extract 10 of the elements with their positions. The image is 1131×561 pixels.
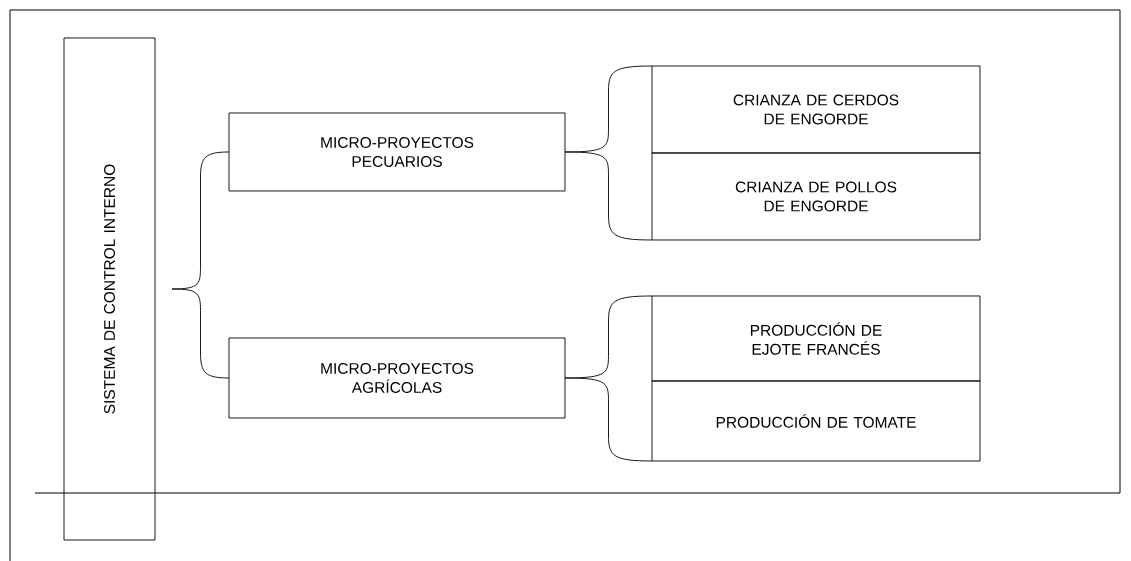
- brace: [564, 151, 653, 241]
- brace: [171, 288, 230, 379]
- text-box: CRIANZA DE POLLOS DE ENGORDE: [651, 152, 981, 241]
- brace: [564, 377, 653, 462]
- text-box: PRODUCCIÓN DE EJOTE FRANCÉS: [651, 295, 981, 382]
- text-box: PRODUCCIÓN DE TOMATE: [651, 380, 981, 462]
- text-box: SISTEMA DE CONTROL INTERNO: [63, 37, 156, 541]
- text-box: CRIANZA DE CERDOS DE ENGORDE: [651, 65, 981, 154]
- text-box: MICRO-PROYECTOS AGRÍCOLAS: [228, 337, 566, 419]
- text-box: MICRO-PROYECTOS PECUARIOS: [228, 112, 566, 192]
